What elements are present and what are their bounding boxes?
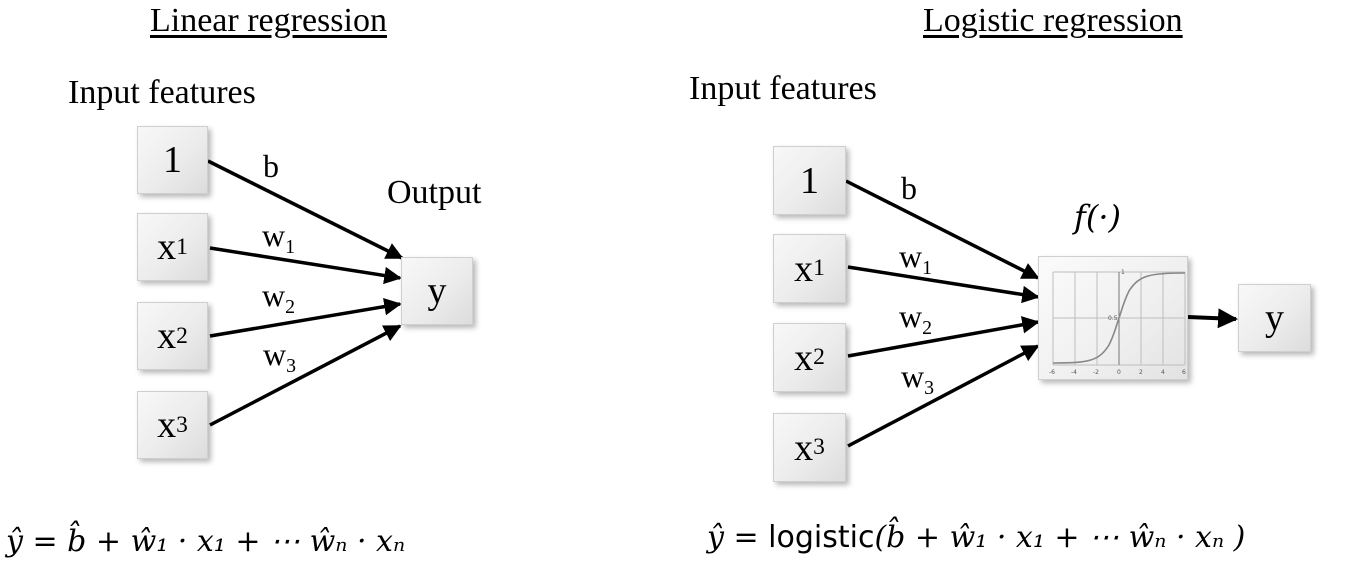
logistic-formula: ŷ = logistic(b̂ + ŵ₁ · x₁ + ⋯ ŵₙ · xₙ ) [707, 520, 1245, 555]
sigmoid-xtick-6: 6 [1182, 369, 1186, 376]
logistic-title: Logistic regression [923, 2, 1183, 39]
logistic-formula-fn: logistic [768, 520, 875, 555]
linear-input-heading: Input features [68, 74, 256, 111]
logistic-edge-w1 [847, 265, 1040, 304]
linear-edge-w3 [209, 324, 402, 427]
logistic-w1-sub: 1 [922, 256, 933, 279]
logistic-edge-w2 [847, 316, 1040, 358]
linear-node-bias-label: 1 [163, 139, 182, 181]
linear-node-x1-label: x [157, 226, 177, 268]
linear-edge-label-w1: w1 [262, 217, 295, 259]
sigmoid-xtick-5: 4 [1161, 369, 1165, 376]
logistic-node-bias: 1 [773, 146, 846, 215]
linear-w3-base: w [263, 336, 287, 372]
logistic-node-y: y [1238, 284, 1311, 352]
sigmoid-ytick-half: 0.5 [1108, 315, 1118, 322]
sigmoid-curve [1052, 272, 1186, 364]
logistic-edge-label-w3: w3 [901, 358, 934, 400]
logistic-node-x3-label: x [794, 426, 814, 469]
logistic-edge-label-w1: w1 [899, 238, 932, 280]
linear-output-heading: Output [387, 174, 482, 211]
logistic-edge-b [845, 179, 1040, 280]
sigmoid-xtick-3: 0 [1117, 369, 1121, 376]
linear-node-x2-sub: 2 [176, 322, 188, 349]
linear-edge-b [207, 159, 404, 260]
logistic-formula-rhs: (b̂ + ŵ₁ · x₁ + ⋯ ŵₙ · xₙ ) [874, 520, 1246, 555]
logistic-w3-base: w [901, 358, 925, 394]
linear-node-bias: 1 [137, 126, 208, 194]
linear-edge-w1 [209, 246, 402, 285]
sigmoid-ytick-1: 1 [1121, 269, 1125, 276]
logistic-edge-output [1187, 308, 1238, 329]
logistic-function-label: f(·) [1074, 198, 1121, 236]
logistic-node-y-label: y [1265, 297, 1284, 339]
logistic-formula-lhs: ŷ = [707, 520, 759, 555]
logistic-node-x3-sub: 3 [813, 434, 825, 460]
sigmoid-xtick-2: -2 [1093, 369, 1099, 376]
linear-w3-sub: 3 [286, 354, 297, 377]
logistic-input-heading: Input features [689, 70, 877, 107]
linear-edge-label-b: b [263, 148, 279, 184]
sigmoid-plot: -6 -4 -2 0 2 4 6 1 0.5 [1049, 269, 1186, 376]
linear-node-y: y [401, 257, 473, 325]
linear-node-x3-label: x [157, 404, 177, 446]
linear-node-x3-sub: 3 [176, 411, 188, 438]
linear-edge-label-w3: w3 [263, 336, 296, 378]
logistic-node-x2-sub: 2 [813, 344, 825, 370]
linear-edge-label-w2: w2 [262, 277, 295, 319]
logistic-w1-base: w [899, 238, 923, 274]
logistic-node-x1-label: x [794, 247, 814, 290]
sigmoid-ticks: -6 -4 -2 0 2 4 6 1 0.5 [1049, 269, 1186, 376]
linear-edge-w2 [209, 297, 402, 338]
logistic-node-x1-sub: 1 [813, 255, 825, 281]
logistic-edge-label-w2: w2 [899, 298, 932, 340]
sigmoid-xtick-0: -6 [1049, 369, 1055, 376]
linear-node-y-label: y [427, 270, 447, 312]
linear-w1-base: w [262, 217, 286, 253]
linear-title: Linear regression [150, 2, 387, 39]
sigmoid-xtick-4: 2 [1139, 369, 1143, 376]
logistic-w2-base: w [899, 298, 923, 334]
sigmoid-function-box: -6 -4 -2 0 2 4 6 1 0.5 [1038, 256, 1188, 380]
linear-w2-base: w [262, 277, 286, 313]
linear-formula: ŷ = b̂ + ŵ₁ · x₁ + ⋯ ŵₙ · xₙ [6, 524, 406, 559]
logistic-node-bias-label: 1 [800, 159, 819, 202]
logistic-edge-w3 [847, 344, 1040, 448]
sigmoid-xtick-1: -4 [1071, 369, 1077, 376]
linear-node-x1-sub: 1 [176, 233, 188, 260]
logistic-w3-sub: 3 [924, 376, 935, 399]
logistic-edge-label-b: b [901, 170, 917, 206]
linear-w2-sub: 2 [285, 295, 296, 318]
logistic-w2-sub: 2 [922, 316, 933, 339]
logistic-node-x2-label: x [794, 336, 814, 379]
linear-w1-sub: 1 [285, 235, 296, 258]
linear-node-x2-label: x [157, 315, 177, 357]
